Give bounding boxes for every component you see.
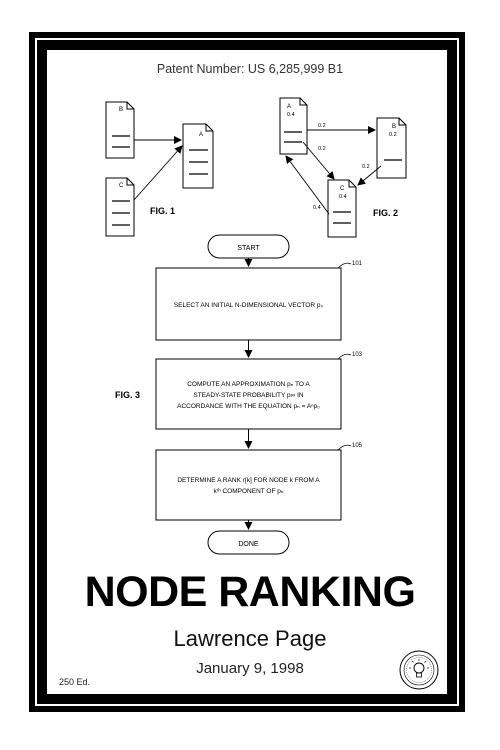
- flow-done: DONE: [238, 541, 259, 548]
- flow-step-101-ref: 101: [352, 261, 363, 267]
- fig2-weight-b-c: 0.2: [362, 164, 370, 170]
- fig1-page-a-letter: A: [199, 132, 203, 138]
- fig2-weight-a-b: 0.2: [318, 123, 326, 129]
- edition-label: 250 Ed.: [59, 677, 91, 687]
- inventor-name: Lawrence Page: [173, 626, 327, 651]
- fig1-label: FIG. 1: [150, 206, 175, 216]
- flow-step-103-line1: COMPUTE AN APPROXIMATION pₙ TO A: [187, 381, 310, 388]
- patent-date: January 9, 1998: [196, 660, 304, 677]
- flow-step-105-line2: kᵗʰ COMPONENT OF pₙ: [214, 488, 284, 495]
- fig2-node-b-letter: B: [392, 124, 396, 130]
- fig2-diagram: A 0.4 B 0.2 C 0.4: [279, 97, 407, 238]
- fig1-link-c-a: [133, 145, 183, 201]
- lightbulb-seal-icon: [399, 650, 439, 690]
- fig2-node-b-rank: 0.2: [389, 132, 397, 138]
- flow-step-105-line1: DETERMINE A RANK r[k] FOR NODE k FROM A: [177, 477, 320, 484]
- flow-step-103-line3: ACCORDANCE WITH THE EQUATION pₙ = Aⁿp₀: [177, 403, 320, 410]
- fig2-label: FIG. 2: [373, 208, 398, 218]
- fig1-diagram: B A C F: [105, 101, 214, 237]
- flow-step-105-ref: 105: [352, 443, 363, 449]
- fig2-node-a-rank: 0.4: [287, 112, 295, 118]
- fig1-page-b: B: [105, 101, 135, 159]
- fig3-label: FIG. 3: [115, 390, 140, 400]
- flow-start: START: [237, 245, 260, 252]
- fig1-page-c: C: [105, 177, 135, 237]
- flow-step-103-line2: STEADY-STATE PROBABILITY p∞ IN: [193, 392, 304, 399]
- fig2-node-c-rank: 0.4: [339, 194, 347, 200]
- fig2-node-a-letter: A: [287, 104, 291, 110]
- flow-step-103-ref: 103: [352, 352, 363, 358]
- fig2-weight-c-a: 0.4: [313, 205, 321, 211]
- fig2-node-c-letter: C: [340, 186, 345, 192]
- fig2-weight-a-c: 0.2: [318, 146, 326, 152]
- fig3-flowchart: START SELECT AN INITIAL N-DIMENSIONAL VE…: [115, 234, 363, 555]
- fig1-page-a: A: [182, 123, 214, 189]
- fig1-page-b-letter: B: [119, 107, 123, 113]
- flow-step-101: [155, 267, 342, 341]
- flow-step-105: [155, 449, 342, 521]
- flow-step-101-text: SELECT AN INITIAL N-DIMENSIONAL VECTOR p…: [174, 302, 324, 309]
- fig2-node-a: A 0.4: [279, 97, 308, 155]
- poster-title: NODE RANKING: [84, 568, 416, 616]
- fig2-node-c: C 0.4: [327, 179, 357, 238]
- patent-number: Patent Number: US 6,285,999 B1: [156, 62, 344, 76]
- fig2-node-b: B 0.2: [376, 117, 407, 179]
- fig1-page-c-letter: C: [119, 183, 124, 189]
- flow-step-103: [155, 358, 342, 430]
